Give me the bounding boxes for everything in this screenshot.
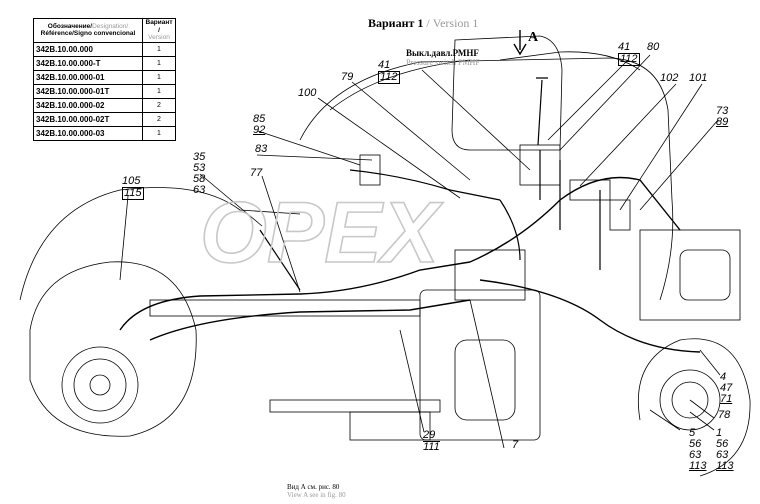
table-header-variant: Вариант /Version [142, 18, 176, 43]
callout-77: 77 [250, 167, 263, 179]
view-arrow [513, 30, 527, 56]
watermark: OPEX [200, 185, 444, 281]
hydraulic-line [469, 176, 681, 263]
valve-block [454, 249, 526, 301]
diagram-title: Вариант 1 / Version 1 [368, 16, 478, 31]
rear-wheel-left [29, 261, 197, 437]
hub-left [61, 346, 139, 424]
callout-78: 78 [718, 409, 731, 421]
variant-table: Обозначение/Designation/ Référence/Signo… [33, 18, 176, 141]
callout-79: 79 [341, 71, 354, 83]
callout-101: 101 [689, 72, 708, 84]
hydraulic-line [259, 229, 301, 291]
view-a-marker: A [528, 30, 539, 45]
callout-80: 80 [647, 41, 660, 53]
view-a-note: Вид А см. рис. 80 View A see in fig. 80 [287, 483, 346, 499]
callout-83: 83 [255, 143, 268, 155]
rear-wheel-right [637, 338, 751, 477]
callout-100: 100 [298, 87, 317, 99]
tractor-body-outline [299, 57, 674, 301]
title-main: Вариант 1 [368, 16, 424, 30]
transmission-housing [419, 289, 541, 441]
callout-102: 102 [660, 72, 679, 84]
hydraulic-line [499, 199, 521, 261]
table-header-designation: Обозначение/Designation/ Référence/Signo… [33, 18, 143, 43]
callout-7: 7 [512, 439, 519, 451]
leader-line [119, 195, 129, 281]
hub-right [659, 369, 721, 431]
pressure-switch-label: Выкл.давл.РМНF Pressure switch PMHF [406, 48, 480, 67]
hydraulic-line [149, 299, 471, 341]
control-lever [536, 77, 548, 146]
rear-fender-left [19, 187, 301, 301]
hydraulic-line [479, 279, 701, 353]
hydraulic-line [119, 261, 471, 331]
title-version: / Version 1 [426, 16, 479, 30]
